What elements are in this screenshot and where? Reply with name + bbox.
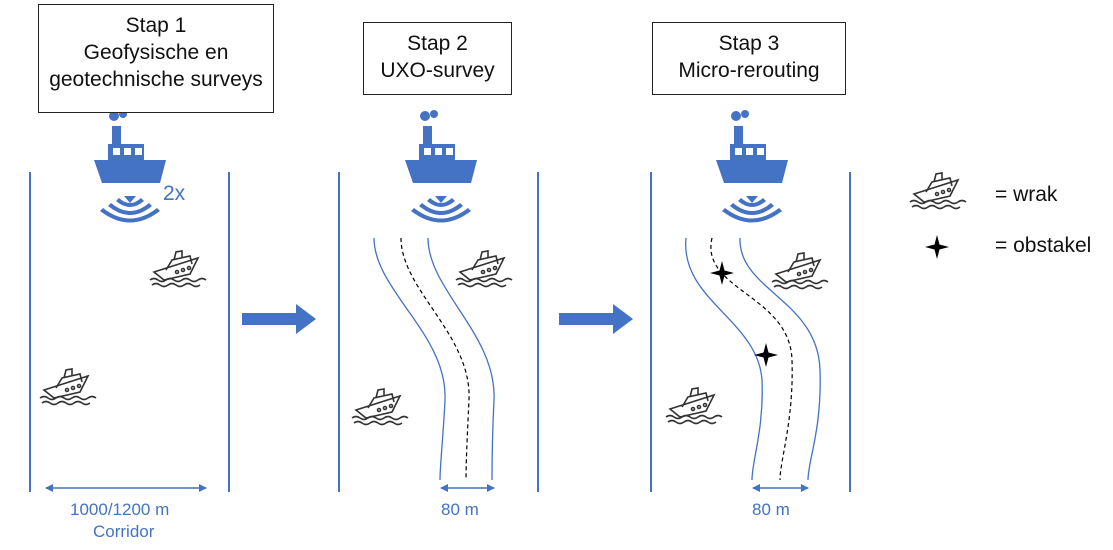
step-1-title: Stap 1: [125, 14, 187, 37]
sonar-waves-icon: [411, 196, 471, 223]
route-width-label-step-3: 80 m: [752, 500, 790, 519]
survey-ship-icon: [94, 110, 166, 183]
route-centerline: [400, 237, 470, 481]
legend-obstacle-label: = obstakel: [995, 234, 1092, 257]
route-boundary-line: [685, 237, 763, 481]
route-boundary-line: [427, 237, 495, 481]
step-1-line-1: Geofysische en: [83, 41, 229, 64]
step-3-line-1: Micro-rerouting: [678, 59, 820, 82]
wreck-icon: [455, 250, 513, 288]
step-3-box: Stap 3 Micro-rerouting: [652, 22, 846, 95]
step-2-title: Stap 2: [407, 32, 468, 55]
wreck-icon: [39, 368, 97, 406]
step-1-box: Stap 1 Geofysische en geotechnische surv…: [38, 4, 274, 113]
corridor-label: Corridor: [93, 522, 155, 541]
route-boundary-line: [373, 237, 446, 481]
panel-step-1: [29, 110, 230, 492]
arrow-right-icon: [242, 304, 316, 334]
multiplier-label: 2x: [163, 182, 186, 205]
sonar-waves-icon: [100, 196, 160, 223]
survey-ship-icon: [405, 110, 477, 183]
wreck-icon: [149, 250, 207, 288]
route-width-label-step-2: 80 m: [441, 500, 479, 519]
wreck-icon: [665, 387, 723, 425]
step-2-box: Stap 2 UXO-survey: [363, 22, 512, 95]
corridor-width-label: 1000/1200 m: [70, 500, 170, 519]
survey-ship-icon: [716, 110, 788, 183]
sonar-waves-icon: [722, 196, 782, 223]
step-1-line-2: geotechnische surveys: [49, 68, 263, 91]
legend-wreck-label: = wrak: [995, 183, 1058, 206]
step-3-title: Stap 3: [718, 32, 780, 55]
legend-wreck-icon: [909, 172, 967, 210]
wreck-icon: [771, 252, 829, 290]
panel-step-3: [650, 110, 851, 492]
arrow-right-icon: [559, 304, 633, 334]
wreck-icon: [351, 388, 409, 426]
step-2-line-1: UXO-survey: [380, 59, 495, 82]
legend-obstacle-icon: [925, 235, 949, 259]
route-boundary-line: [739, 237, 821, 481]
obstacle-star-icon: [754, 343, 778, 367]
panel-step-2: [338, 110, 539, 492]
